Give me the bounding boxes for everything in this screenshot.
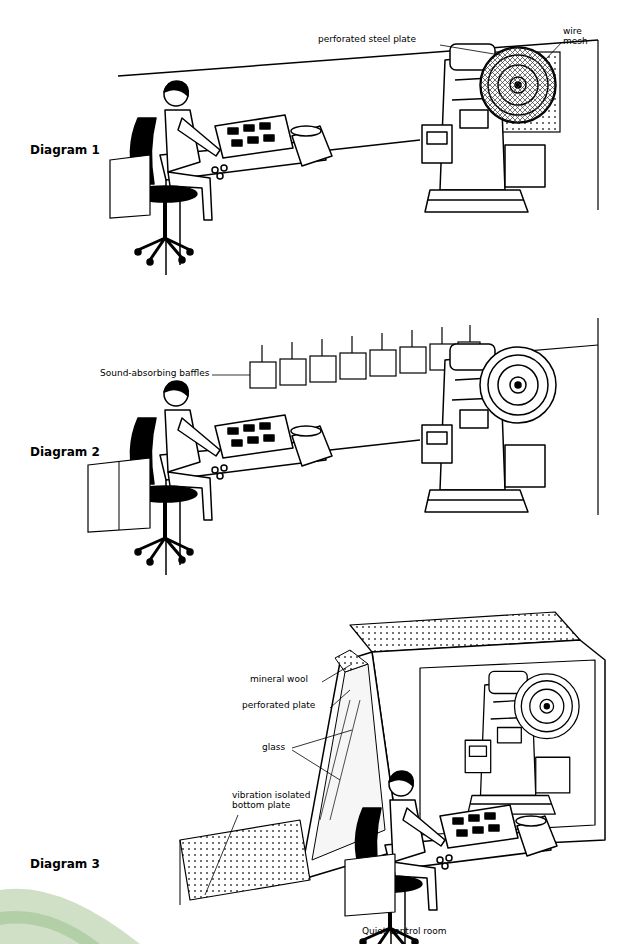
diagram-label: Diagram 3 (30, 858, 120, 872)
diagram-1 (110, 40, 598, 275)
part-label: perforated plate (242, 700, 337, 710)
part-label: Sound-absorbing baffles (100, 368, 212, 378)
part-label: perforated steel plate (318, 34, 448, 44)
part-label: glass (262, 742, 302, 752)
logo-swoosh (0, 911, 100, 944)
diagram-3 (180, 612, 605, 944)
logo-swoosh (0, 889, 140, 944)
diagram-2 (88, 318, 598, 575)
diagram-label: Diagram 1 (30, 144, 120, 158)
caption-label: Quiet control room (362, 926, 502, 936)
part-label: wire mesh (563, 26, 593, 47)
part-label: mineral wool (250, 674, 330, 684)
part-label: vibration isolated bottom plate (232, 790, 332, 811)
diagram-label: Diagram 2 (30, 446, 120, 460)
